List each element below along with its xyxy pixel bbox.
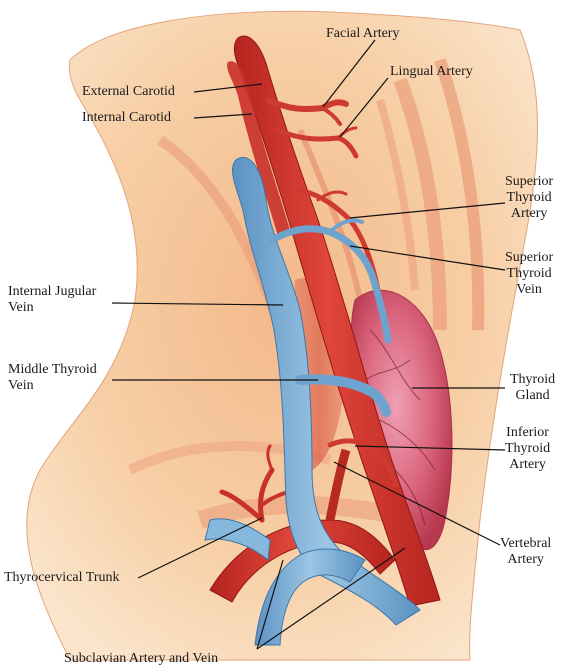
label-line: Vertebral — [500, 536, 552, 551]
label-line: Artery — [510, 206, 548, 221]
label-line: Internal Jugular — [8, 284, 97, 299]
label-lingual-artery: Lingual Artery — [390, 64, 473, 79]
label-middle-thyroid-vein: Middle Thyroid Vein — [8, 362, 97, 394]
label-line: Thyroid — [506, 266, 552, 281]
label-external-carotid: External Carotid — [82, 84, 175, 99]
internal-carotid-strand — [227, 61, 290, 237]
vein-junction — [204, 518, 271, 561]
subclavian-vein — [254, 548, 366, 646]
label-thyroid-gland: Thyroid Gland — [510, 372, 555, 404]
label-superior-thyroid-vein: Superior Thyroid Vein — [505, 250, 553, 298]
label-line: Inferior — [506, 425, 549, 440]
label-internal-carotid: Internal Carotid — [82, 110, 172, 125]
label-superior-thyroid-artery: Superior Thyroid Artery — [505, 174, 553, 222]
label-inferior-thyroid-artery: Inferior Thyroid Artery — [505, 425, 550, 473]
subclavian-artery — [209, 519, 396, 603]
label-line: Middle Thyroid — [8, 362, 97, 377]
leader-lines — [111, 39, 506, 650]
label-thyrocervical-trunk: Thyrocervical Trunk — [4, 570, 120, 585]
label-line: Vein — [8, 300, 34, 315]
thyroid-vessels — [364, 329, 436, 526]
label-line: Superior — [505, 250, 554, 265]
superior-thyroid-vein-branch — [268, 225, 392, 344]
label-line: Vein — [8, 378, 34, 393]
label-line: Vein — [516, 282, 542, 297]
middle-thyroid-vein-branch — [295, 374, 391, 417]
label-line: Superior — [505, 174, 554, 189]
label-facial-artery: Facial Artery — [326, 26, 400, 41]
internal-jugular-vein — [231, 157, 421, 626]
label-line: Thyroid — [506, 190, 552, 205]
label-line: Thyroid — [510, 372, 556, 387]
label-internal-jugular-vein: Internal Jugular Vein — [8, 284, 96, 316]
label-line: Artery — [507, 552, 544, 567]
vertebral-artery — [325, 448, 351, 521]
label-line: Gland — [515, 388, 550, 403]
label-subclavian-artery-and-vein: Subclavian Artery and Vein — [64, 651, 219, 666]
label-line: Thyroid — [505, 441, 551, 456]
label-line: Artery — [509, 457, 546, 472]
inferior-thyroid-artery-branch — [327, 438, 399, 488]
label-vertebral-artery: Vertebral Artery — [500, 536, 551, 568]
